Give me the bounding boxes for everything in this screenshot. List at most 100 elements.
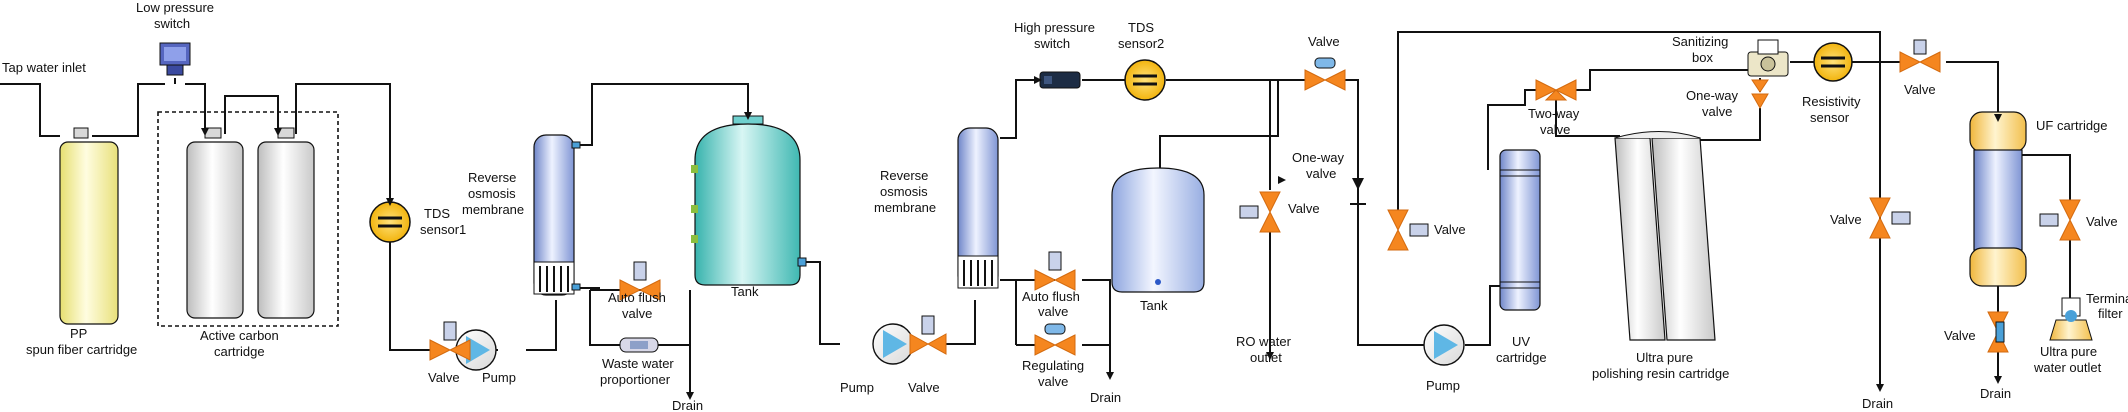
tap-water-inlet-label: Tap water inlet bbox=[2, 60, 86, 75]
pump-1-label: Pump bbox=[482, 370, 516, 385]
polishing-resin-cartridge bbox=[1614, 131, 1716, 341]
pp-cartridge bbox=[59, 127, 119, 325]
one-way-valve-2-label-2: valve bbox=[1702, 104, 1732, 119]
polishing-resin-label-2: polishing resin cartridge bbox=[1592, 366, 1729, 381]
uf-cartridge bbox=[1969, 111, 2027, 287]
active-carbon-label-2: cartridge bbox=[214, 344, 265, 359]
waste-water-label: Waste water bbox=[602, 356, 674, 371]
valve-4-label: Valve bbox=[1288, 201, 1320, 216]
valve-4 bbox=[1239, 191, 1281, 233]
valve-9-label: Valve bbox=[2086, 214, 2118, 229]
valve-6-label: Valve bbox=[1904, 82, 1936, 97]
tank-1 bbox=[691, 115, 807, 286]
resistivity-sensor bbox=[1813, 42, 1853, 82]
flow-arrows bbox=[201, 76, 2002, 400]
tds-sensor-1-label: TDS bbox=[424, 206, 450, 221]
ro-membrane-1-label-2: osmosis bbox=[468, 186, 516, 201]
valve-5 bbox=[1387, 209, 1429, 251]
ro-membrane-2-label: Reverse bbox=[880, 168, 928, 183]
high-pressure-switch bbox=[1039, 71, 1081, 89]
tank-1-label: Tank bbox=[731, 284, 759, 299]
drain-3-label: Drain bbox=[1862, 396, 1893, 411]
auto-flush-valve-1 bbox=[619, 261, 661, 301]
valve-7-label: Valve bbox=[1830, 212, 1862, 227]
tank-2 bbox=[1111, 167, 1205, 293]
terminal-filter-label: Terminal bbox=[2086, 291, 2128, 306]
pump-3-label: Pump bbox=[1426, 378, 1460, 393]
ro-membrane-2-label-2: osmosis bbox=[880, 184, 928, 199]
tds-sensor-2 bbox=[1124, 59, 1166, 101]
tds-sensor-1 bbox=[369, 201, 411, 243]
pump-2-label: Pump bbox=[840, 380, 874, 395]
regulating-valve-label: Regulating bbox=[1022, 358, 1084, 373]
uf-cartridge-label: UF cartridge bbox=[2036, 118, 2108, 133]
active-carbon-box bbox=[157, 111, 339, 327]
valve-1 bbox=[429, 321, 471, 361]
one-way-valve-1-label-2: valve bbox=[1306, 166, 1336, 181]
active-carbon-cartridge-1 bbox=[186, 127, 244, 319]
low-pressure-switch bbox=[159, 42, 191, 76]
valve-6 bbox=[1899, 39, 1941, 73]
ro-water-outlet-label-2: outlet bbox=[1250, 350, 1282, 365]
sanitizing-box-label-2: box bbox=[1692, 50, 1713, 65]
ro-membrane-2 bbox=[957, 127, 999, 289]
ro-membrane-2-label-3: membrane bbox=[874, 200, 936, 215]
high-pressure-switch-label-2: switch bbox=[1034, 36, 1070, 51]
valves bbox=[429, 39, 2081, 361]
two-way-valve bbox=[1535, 79, 1577, 101]
pp-label-2: spun fiber cartridge bbox=[26, 342, 137, 357]
ro-membrane-1 bbox=[533, 134, 581, 296]
ultra-pure-outlet-label-2: water outlet bbox=[2033, 360, 2102, 375]
auto-flush-valve-1-label: Auto flush bbox=[608, 290, 666, 305]
waste-water-label-2: proportioner bbox=[600, 372, 671, 387]
valve-8-label: Valve bbox=[1944, 328, 1976, 343]
low-pressure-switch-label-2: switch bbox=[154, 16, 190, 31]
sanitizing-box bbox=[1747, 39, 1789, 77]
auto-flush-valve-2-label: Auto flush bbox=[1022, 289, 1080, 304]
ro-membrane-1-label: Reverse bbox=[468, 170, 516, 185]
one-way-valve-2-label: One-way bbox=[1686, 88, 1739, 103]
valve-2 bbox=[909, 315, 947, 355]
valve-9 bbox=[2039, 199, 2081, 241]
pump-3 bbox=[1423, 324, 1465, 366]
valve-7 bbox=[1869, 197, 1911, 239]
pp-label: PP bbox=[70, 326, 87, 341]
valve-5-label: Valve bbox=[1434, 222, 1466, 237]
low-pressure-switch-label: Low pressure bbox=[136, 0, 214, 15]
drain-4-label: Drain bbox=[1980, 386, 2011, 401]
high-pressure-switch-label: High pressure bbox=[1014, 20, 1095, 35]
regulating-valve-label-2: valve bbox=[1038, 374, 1068, 389]
pump-1 bbox=[455, 329, 497, 371]
tds-sensor-1-label-2: sensor1 bbox=[420, 222, 466, 237]
active-carbon-label: Active carbon bbox=[200, 328, 279, 343]
valve-3 bbox=[1304, 57, 1346, 91]
one-way-valve-2 bbox=[1751, 79, 1769, 110]
uv-cartridge-label-2: cartridge bbox=[1496, 350, 1547, 365]
active-carbon-cartridge-2 bbox=[257, 127, 315, 319]
uv-cartridge-label: UV bbox=[1512, 334, 1530, 349]
uv-cartridge bbox=[1499, 149, 1541, 311]
regulating-valve bbox=[1034, 323, 1076, 356]
ro-water-outlet-label: RO water bbox=[1236, 334, 1292, 349]
one-way-valve-1-label: One-way bbox=[1292, 150, 1345, 165]
drain-2-label: Drain bbox=[1090, 390, 1121, 405]
tank-2-label: Tank bbox=[1140, 298, 1168, 313]
pump-2 bbox=[872, 323, 914, 365]
sanitizing-box-label: Sanitizing bbox=[1672, 34, 1728, 49]
drain-1-label: Drain bbox=[672, 398, 703, 412]
valve-8 bbox=[1987, 311, 2009, 353]
auto-flush-valve-2 bbox=[1034, 251, 1076, 291]
tds-sensor-2-label-2: sensor2 bbox=[1118, 36, 1164, 51]
valve-3-label: Valve bbox=[1308, 34, 1340, 49]
polishing-resin-label: Ultra pure bbox=[1636, 350, 1693, 365]
resistivity-sensor-label: Resistivity bbox=[1802, 94, 1861, 109]
waste-water-proportioner bbox=[619, 337, 659, 353]
valve-2-label: Valve bbox=[908, 380, 940, 395]
tds-sensor-2-label: TDS bbox=[1128, 20, 1154, 35]
ro-membrane-1-label-3: membrane bbox=[462, 202, 524, 217]
resistivity-sensor-label-2: sensor bbox=[1810, 110, 1850, 125]
one-way-valve-1 bbox=[1350, 178, 1366, 205]
valve-1-label: Valve bbox=[428, 370, 460, 385]
